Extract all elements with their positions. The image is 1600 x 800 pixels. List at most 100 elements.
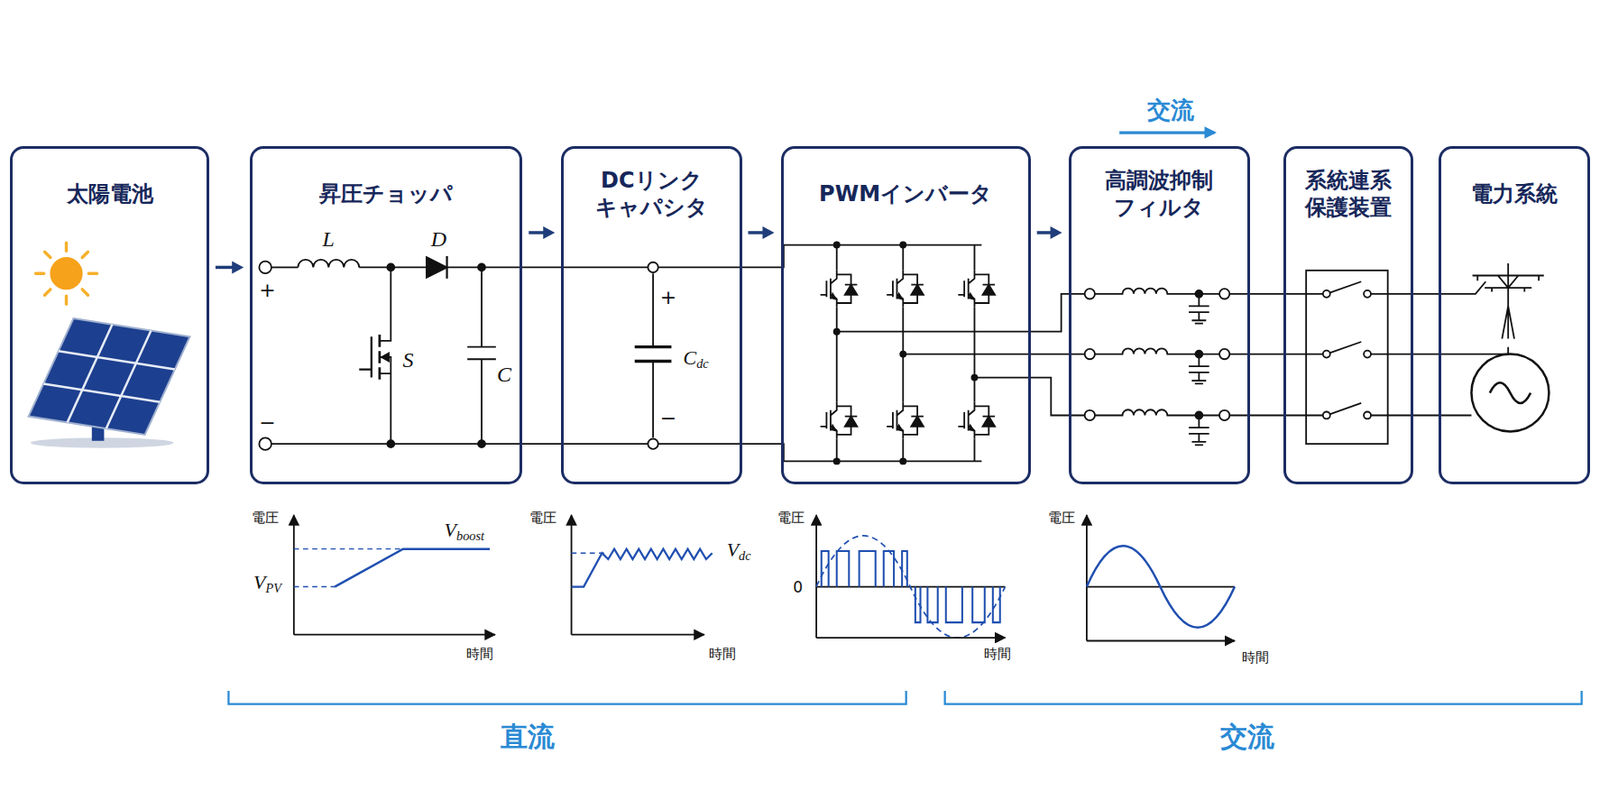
flow-arrow xyxy=(748,226,775,240)
harmonic-filter xyxy=(1219,288,1230,299)
axis-label: 時間 xyxy=(708,646,736,663)
axis-label: 電圧 xyxy=(251,510,279,526)
waveform-graphs xyxy=(815,514,818,638)
dc-link-capacitor xyxy=(652,273,654,438)
solar-panel-icon xyxy=(36,272,45,276)
inverter-bridge xyxy=(899,350,907,359)
solar-panel-icon xyxy=(82,289,88,295)
current-type-label: 交流 xyxy=(1147,97,1195,124)
arrow-head xyxy=(1050,226,1063,240)
component-label: S xyxy=(403,348,414,372)
solar-panel-icon xyxy=(64,295,68,304)
axis-label: 電圧 xyxy=(777,510,805,526)
waveform-graphs xyxy=(294,549,404,588)
solar-panel-icon xyxy=(45,289,51,295)
boost-chopper-circuit xyxy=(258,261,272,275)
power-grid-icon xyxy=(1471,354,1549,433)
harmonic-filter xyxy=(1085,288,1095,299)
waveform-graphs xyxy=(571,549,713,588)
solar-panel-icon xyxy=(88,272,97,276)
inverter-bridge xyxy=(902,353,1085,356)
component-label: Vdc xyxy=(726,539,752,563)
protection-switches xyxy=(1305,270,1389,444)
dc-link-capacitor xyxy=(647,262,658,273)
power-grid-icon xyxy=(1472,263,1545,340)
inverter-bridge xyxy=(833,328,841,336)
power-grid-icon xyxy=(1388,281,1487,295)
boost-chopper-circuit xyxy=(478,263,486,271)
boost-chopper-circuit xyxy=(386,263,395,271)
protection-switches xyxy=(1363,290,1371,298)
waveform-graphs xyxy=(1085,514,1088,641)
arrow-head xyxy=(231,260,244,274)
protection-switches xyxy=(1229,341,1388,359)
boost-chopper-circuit xyxy=(386,440,395,448)
boost-chopper-circuit xyxy=(271,266,298,269)
harmonic-filter xyxy=(1085,288,1231,446)
inverter-bridge xyxy=(820,402,858,440)
waveform-graphs xyxy=(570,514,573,635)
current-type-label: 交流 xyxy=(1220,721,1275,752)
process-box: 昇圧チョッパ xyxy=(249,146,523,486)
process-box: 電力系統 xyxy=(1438,146,1590,486)
harmonic-filter xyxy=(1085,288,1231,324)
solar-panel-icon xyxy=(28,242,191,448)
waveform-graphs xyxy=(334,549,490,588)
inverter-bridge xyxy=(886,402,924,440)
waveform-graphs xyxy=(571,634,705,636)
solar-panel-icon xyxy=(28,318,191,435)
boost-chopper-circuit xyxy=(358,336,372,378)
harmonic-filter xyxy=(1195,290,1203,298)
component-label: L xyxy=(322,227,335,251)
solar-panel-icon xyxy=(64,242,68,251)
inverter-bridge xyxy=(836,294,1086,332)
box-title: PWMインバータ xyxy=(790,180,1021,208)
waveform-graphs xyxy=(294,634,496,636)
axis-label: 時間 xyxy=(466,646,494,663)
protection-switches xyxy=(1229,270,1388,444)
process-box: 系統連系 保護装置 xyxy=(1283,146,1414,486)
component-label: VPV xyxy=(253,571,282,596)
inverter-bridge xyxy=(971,374,979,382)
brackets xyxy=(228,690,906,705)
arrow-head xyxy=(763,226,775,240)
flow-arrow xyxy=(215,260,244,274)
inverter-bridge xyxy=(783,241,1086,466)
waveform-graphs xyxy=(816,535,1005,638)
dc-link-capacitor xyxy=(634,347,672,362)
process-box: 太陽電池 xyxy=(9,146,210,486)
harmonic-filter xyxy=(1085,409,1231,445)
waveform-graphs xyxy=(1086,640,1235,643)
process-box: DCリンク キャパシタ xyxy=(560,146,742,486)
power-grid-icon xyxy=(1388,414,1472,417)
axis-label: 電圧 xyxy=(529,510,557,526)
protection-switches xyxy=(1229,403,1388,420)
boost-chopper-circuit xyxy=(426,257,448,278)
boost-chopper-circuit xyxy=(381,352,389,361)
power-grid-icon xyxy=(1388,347,1509,355)
boost-chopper-circuit xyxy=(445,256,448,279)
box-title: DCリンク キャパシタ xyxy=(570,166,732,221)
inverter-bridge xyxy=(899,457,907,465)
axis-label: 0 xyxy=(792,579,803,597)
inverter-bridge xyxy=(957,402,995,440)
inverter-bridge xyxy=(886,270,924,308)
arrow-line xyxy=(215,266,235,270)
inverter-bridge xyxy=(899,241,907,249)
waveform-graphs xyxy=(821,551,1001,623)
protection-switches xyxy=(1323,290,1331,298)
process-box: 高調波抑制 フィルタ xyxy=(1068,146,1251,486)
flow-arrow xyxy=(1037,226,1063,240)
harmonic-filter xyxy=(1085,348,1231,384)
component-label: Vboost xyxy=(444,519,485,543)
waveform-graphs xyxy=(816,636,1005,639)
box-title: 高調波抑制 フィルタ xyxy=(1078,166,1241,221)
axis-label: 電圧 xyxy=(1048,510,1076,526)
component-label: + xyxy=(660,286,677,309)
component-label: D xyxy=(431,227,447,251)
solar-panel-icon xyxy=(28,318,191,435)
